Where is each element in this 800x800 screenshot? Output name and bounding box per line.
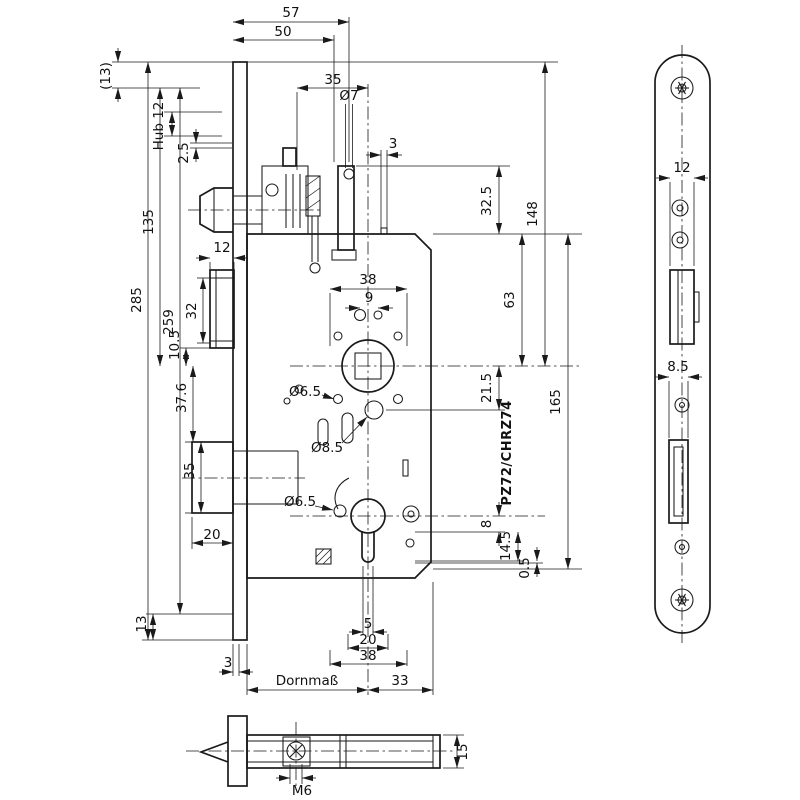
side-hole [294,384,304,394]
screw-hole [674,539,690,555]
faceplate-outline [654,54,711,634]
dim-259: 259 [161,309,177,335]
auxiliary-bolt-foot [331,249,357,261]
lever-pin [309,262,321,274]
dim-0-5: 0.5 [517,557,533,578]
dim-8: 8 [479,520,495,529]
spring-pivot [265,183,279,197]
lock-case [246,233,432,579]
dim-20-bottom: 20 [359,632,376,648]
screw-plate [282,736,311,767]
deadbolt [191,441,234,514]
dim-148: 148 [525,201,541,227]
follower-hub [341,339,395,393]
cylinder-slot [361,531,375,563]
label-dornmass: Dornmaß [276,673,338,689]
dim-3-bottom: 3 [224,655,233,671]
dim-13-ref: (13) [98,62,114,90]
dim-dia7: Ø7 [339,88,358,104]
case-bottom-view [246,734,441,769]
lever-hole-6-5 [333,504,347,518]
dim-50: 50 [274,24,291,40]
dim-dia8-5: Ø8.5 [311,440,343,456]
dim-8-5-faceplate: 8.5 [667,359,688,375]
main-view [191,61,432,641]
latch-bolt [199,187,233,233]
deadbolt-window [668,439,689,524]
dim-2-5: 2.5 [176,142,192,163]
screw-hole [674,397,690,413]
latch-window-tab [693,291,700,323]
hole-above-left [353,308,367,322]
dim-285: 285 [129,287,145,313]
top-hole [343,168,355,180]
dim-14-5: 14.5 [498,531,514,561]
dim-165: 165 [548,389,564,415]
faceplate-side [232,61,248,641]
dim-37-6: 37.6 [174,383,190,413]
guide-block [305,175,321,217]
strike-box [209,269,235,349]
torx-screw-bottom [670,588,694,612]
dim-21-5: 21.5 [479,373,495,403]
case-top-slot [380,227,388,235]
edge-slot [402,459,409,477]
faceplate-front-view [654,54,711,634]
small-hole [405,538,415,548]
label-pz72-chrz74: PZ72/CHRZ74 [500,400,515,505]
dim-9: 9 [365,290,374,306]
bottom-section-view [198,715,441,787]
dim-3-top: 3 [389,136,398,152]
centerlines [182,45,683,790]
dim-dia6-5-a: Ø6.5 [289,384,321,400]
dim-35-top: 35 [324,72,341,88]
slot-capsule [341,412,354,444]
dimension-lines [114,18,708,782]
dim-10-5: 10.5 [167,330,183,360]
dim-12-left: 12 [213,240,230,256]
dim-32-5: 32.5 [479,186,495,216]
latch-mechanism-housing [261,165,309,235]
dim-35-left: 35 [182,462,198,479]
spindle-square-hole [354,352,382,380]
cylinder-hole [350,498,386,534]
dim-63: 63 [502,291,518,308]
dim-hub12: Hub 12 [151,102,167,151]
dim-135: 135 [141,209,157,235]
dim-33: 33 [391,673,408,689]
dim-38-upper: 38 [359,272,376,288]
dim-12-faceplate: 12 [673,160,690,176]
dim-13-bottom: 13 [134,615,150,632]
dim-38-bottom: 38 [359,648,376,664]
torx-screw-top [670,76,694,100]
extension-lines [112,17,695,784]
corner-hole [332,393,344,405]
hole-above-right [373,310,383,320]
dimension-labels: 57 50 35 Ø7 3 (13) Hub 12 2.5 135 12 32 … [98,5,691,799]
cylinder-fixing-screw [402,505,420,523]
label-m6: M6 [292,783,312,799]
dim-57: 57 [282,5,299,21]
fixing-hole-8-5 [364,400,384,420]
latch-tip [198,741,229,763]
m6-screw [286,741,306,761]
side-hole [283,397,291,405]
dim-32: 32 [184,302,200,319]
spring-block [315,548,332,565]
corner-hole [333,331,343,341]
dim-20-left: 20 [203,527,220,543]
screw-hole [671,199,689,217]
slot-capsule [317,418,329,446]
locking-lever [334,477,350,510]
corner-hole [393,331,403,341]
corner-hole [392,393,404,405]
screw-hole [671,231,689,249]
dim-dia6-5-b: Ø6.5 [284,494,316,510]
dim-15-bottom-view: 15 [455,743,471,760]
dim-5-bottom: 5 [364,616,373,632]
trigger-pin [282,147,297,167]
